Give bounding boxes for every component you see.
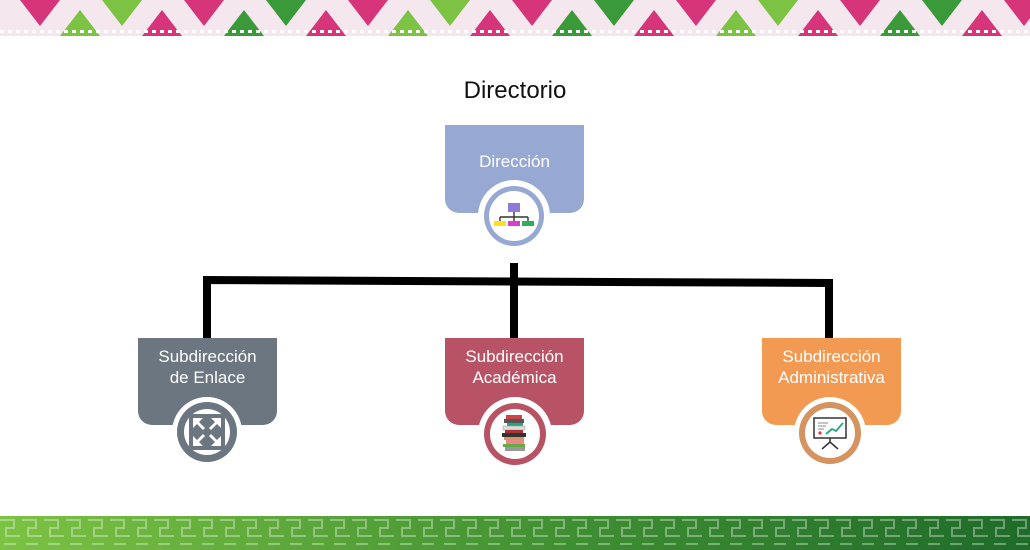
node-academica-icon-badge [478, 397, 552, 471]
node-academica-label-line1: Subdirección [465, 347, 564, 366]
node-direccion-label: Dirección [479, 152, 550, 171]
page-title: Directorio [463, 77, 567, 104]
decorative-banner-top [0, 0, 1030, 36]
decorative-banner-bottom [0, 516, 1030, 550]
presentation-board-icon [805, 408, 855, 458]
node-administrativa-label-line1: Subdirección [782, 347, 881, 366]
node-enlace-icon-badge [172, 397, 242, 467]
arrows-expand-icon [184, 409, 230, 455]
node-administrativa-label-line2: Administrativa [778, 368, 885, 387]
org-chart-icon [489, 191, 539, 241]
node-subdireccion-administrativa[interactable]: Subdirección Administrativa [762, 338, 901, 425]
node-academica-label-line2: Académica [472, 368, 557, 387]
node-enlace-label-line2: de Enlace [169, 368, 246, 387]
books-stack-icon [490, 409, 540, 459]
node-administrativa-icon-badge [794, 397, 866, 469]
node-direccion-icon-badge [478, 180, 550, 252]
node-enlace-label-line1: Subdirección [158, 347, 257, 366]
